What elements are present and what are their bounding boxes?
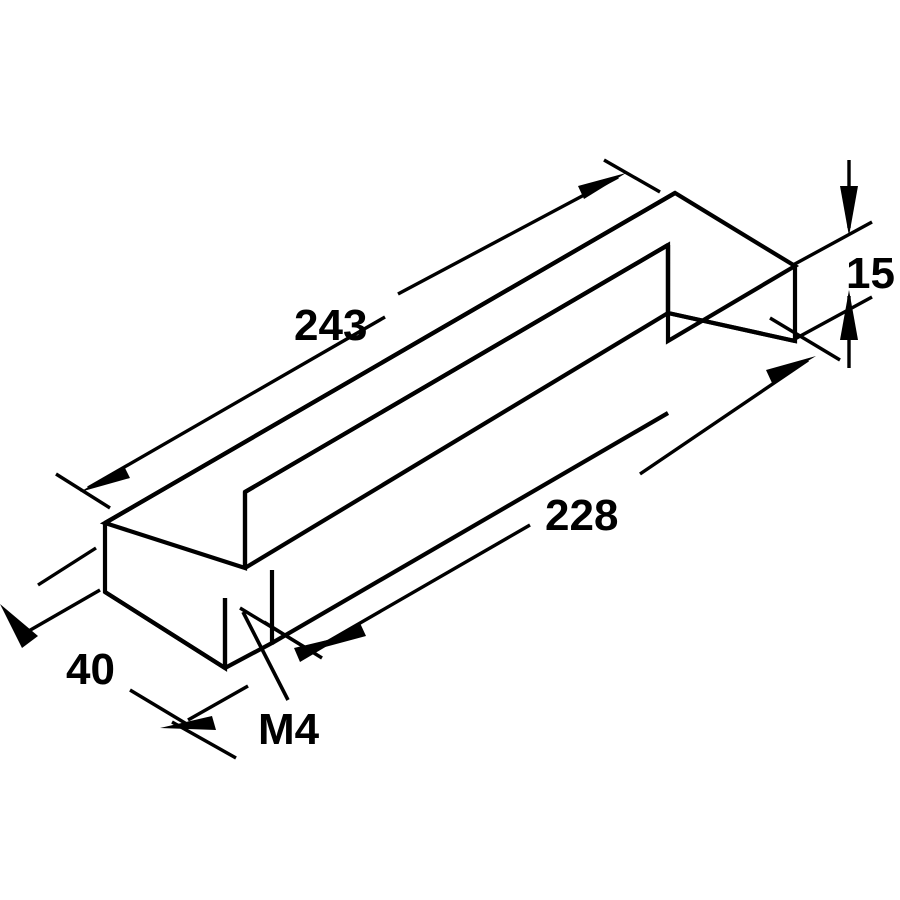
- dimension-228-arrowhead-right: [766, 356, 816, 383]
- handle-lower-long-edge-left: [270, 411, 670, 645]
- dimension-40-lower-leg-group: [160, 684, 249, 760]
- dimension-40-line-lower: [187, 684, 249, 722]
- dimension-243-group: 243: [55, 158, 661, 510]
- dimension-243-line-left-segment: [87, 315, 386, 490]
- dimension-40-line-upper: [19, 588, 101, 638]
- dimension-243-arrowhead-left: [80, 466, 130, 492]
- left-block-width-arrowhead: [294, 636, 344, 662]
- dimension-243-label: 243: [294, 301, 367, 350]
- dimension-40-lower-extension: [171, 720, 237, 760]
- left-block-width-dimension-line-outer: [299, 636, 341, 652]
- dimension-15-label: 15: [846, 249, 895, 298]
- handle-inner-upper-edge: [243, 243, 670, 494]
- thread-callout-m4-group: M4: [241, 611, 320, 754]
- handle-top-face-outline: [99, 190, 800, 571]
- dimension-228-line-right-segment: [639, 358, 809, 476]
- dimension-243-extension-right: [603, 158, 661, 194]
- dimension-228-extension-right: [769, 316, 841, 362]
- dimension-40-extension-upper: [37, 546, 97, 587]
- handle-part-outline: [99, 190, 800, 672]
- left-block-width-dimension-line: [239, 606, 307, 650]
- left-end-lower-inner-edge: [103, 590, 227, 670]
- left-block-width-arrow-group: [239, 606, 344, 662]
- dimension-228-group: 228: [263, 316, 841, 660]
- handle-outer-top-edge: [103, 191, 677, 525]
- right-end-bottom-edge: [667, 310, 796, 344]
- dimension-40-label: 40: [66, 645, 115, 694]
- dimension-15-extension-bottom: [792, 295, 873, 342]
- left-end-front-face: [102, 523, 228, 672]
- thread-callout-m4-label: M4: [258, 705, 320, 754]
- m4-leader-line: [241, 611, 290, 701]
- dimension-15-arrowhead-top: [840, 186, 858, 236]
- dimension-15-arrowhead-bottom: [840, 290, 858, 340]
- handle-inner-lower-edge: [243, 311, 670, 570]
- dimension-15-group: 15: [792, 160, 895, 368]
- dimension-40-extension-lower: [129, 688, 191, 728]
- dimension-40-arrowhead-lower: [160, 716, 216, 730]
- dimension-228-label: 228: [545, 491, 618, 540]
- dimension-243-line-right-segment: [397, 175, 619, 296]
- dimension-40-group: 40: [0, 546, 191, 728]
- dimension-243-arrowhead-right: [578, 173, 626, 199]
- dimension-40-arrowhead-upper: [0, 604, 38, 648]
- dimension-15-extension-top: [792, 220, 873, 267]
